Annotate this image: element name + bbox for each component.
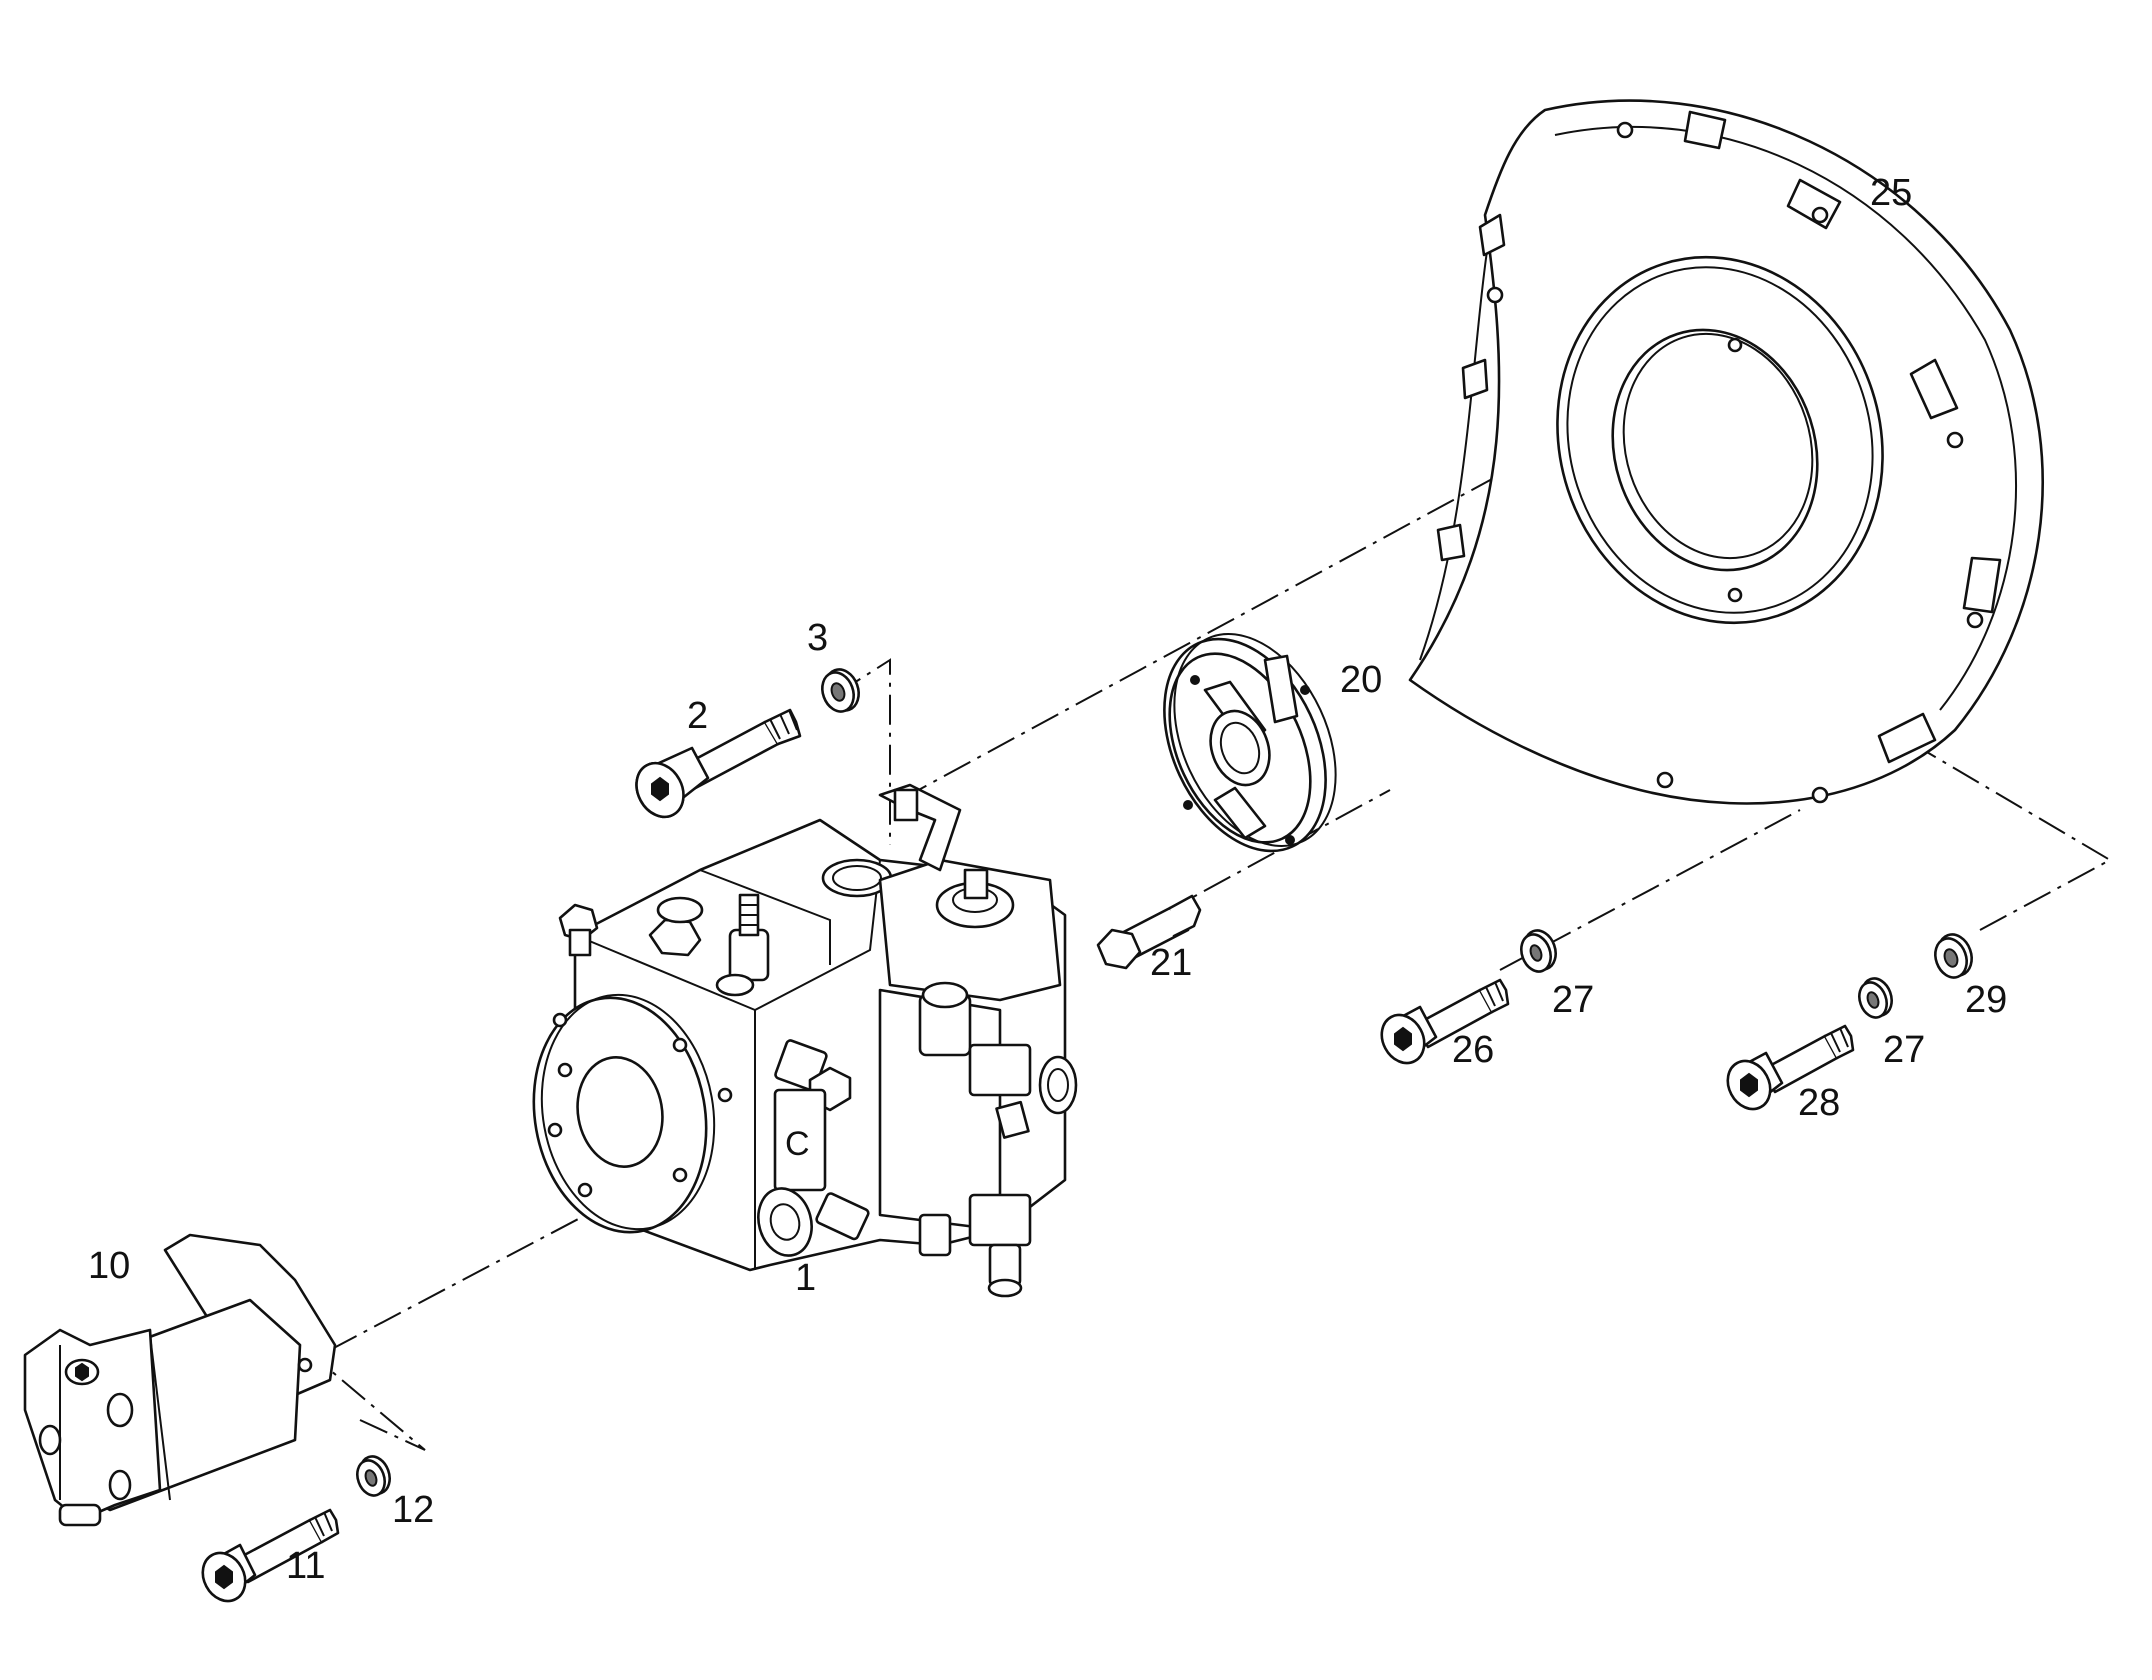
part-28-socket-head-bolt xyxy=(1726,1024,1855,1111)
callout-25: 25 xyxy=(1870,172,1912,214)
part-12-washer xyxy=(356,1455,391,1497)
part-1-hydraulic-pump: C xyxy=(532,783,1078,1298)
part-20-coupling xyxy=(1163,633,1337,853)
part-29-washer xyxy=(1934,933,1973,979)
part-26-socket-head-bolt xyxy=(1380,978,1510,1065)
part-10-gear-pump xyxy=(23,1233,337,1527)
callout-10: 10 xyxy=(88,1245,130,1287)
callout-12: 12 xyxy=(392,1489,434,1531)
part-27-washer-a xyxy=(1520,929,1557,973)
callout-21: 21 xyxy=(1150,942,1192,984)
part-21-hex-bolt xyxy=(1096,894,1202,970)
callout-2: 2 xyxy=(687,695,708,737)
callout-27a: 27 xyxy=(1552,979,1594,1021)
callout-20: 20 xyxy=(1340,659,1382,701)
part-3-washer xyxy=(821,668,860,713)
part-25-flywheel-housing xyxy=(1408,99,2044,805)
svg-text:C: C xyxy=(785,1125,810,1163)
callout-27b: 27 xyxy=(1883,1029,1925,1071)
part-27-washer-b xyxy=(1858,977,1893,1019)
callout-1: 1 xyxy=(795,1257,816,1299)
part-11-socket-head-bolt xyxy=(201,1508,340,1603)
callout-26: 26 xyxy=(1452,1029,1494,1071)
callout-29: 29 xyxy=(1965,979,2007,1021)
callout-3: 3 xyxy=(807,617,828,659)
callout-11: 11 xyxy=(286,1545,325,1587)
part-2-socket-head-bolt xyxy=(635,708,802,819)
callout-28: 28 xyxy=(1798,1082,1840,1124)
callout-labels: 1 2 3 10 11 12 20 21 25 26 27 27 28 29 xyxy=(88,172,2007,1587)
